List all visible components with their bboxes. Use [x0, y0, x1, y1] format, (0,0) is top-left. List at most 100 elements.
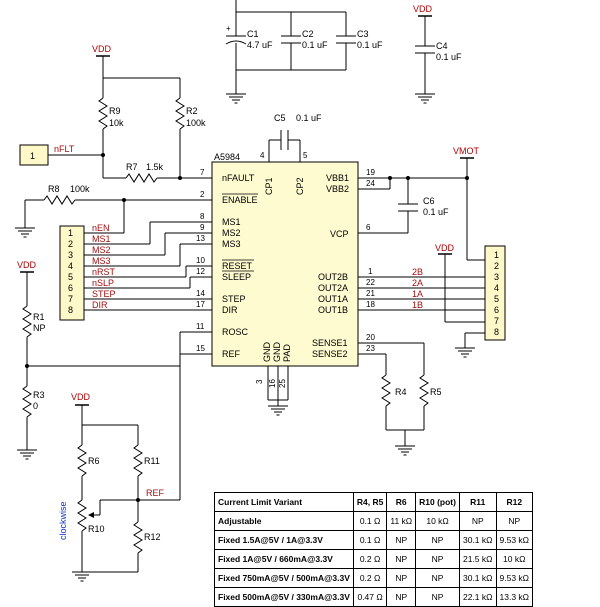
schematic-circle	[101, 153, 105, 157]
schematic-label: VBB1	[326, 173, 349, 183]
schematic-label: GND	[262, 342, 272, 363]
schematic-label: 21	[366, 289, 375, 298]
header-right: 1 2 3 4 5 6 7 8 VDD 2B 2A 1A 1B	[358, 243, 506, 358]
schematic-label: R4	[395, 387, 407, 397]
schematic-label: nFAULT	[222, 173, 255, 183]
schematic-label: OUT1A	[318, 294, 348, 304]
schematic-label: nRST	[92, 267, 116, 277]
schematic-label: 0.1 uF	[436, 52, 462, 62]
schematic-label: 5	[494, 294, 499, 304]
table-cell: Fixed 1.5A@5V / 1A@3.3V	[214, 530, 354, 550]
schematic-circle	[388, 176, 392, 180]
c4-decoupling: VDD C4 0.1 uF	[413, 4, 462, 104]
schematic-label: C6	[423, 196, 435, 206]
table-cell: NP	[495, 511, 534, 531]
c3-symbol	[336, 35, 356, 44]
table-cell: Adjustable	[214, 511, 354, 531]
table-cell: 21.5 kΩ	[458, 549, 497, 569]
schematic-label: OUT2B	[318, 272, 348, 282]
table-cell: 10 kΩ	[415, 511, 460, 531]
ic-a5984: A5984 7 2 8 9 13 10 12 14 17 11 15 nFAUL…	[192, 140, 375, 416]
schematic-label: nEN	[92, 223, 110, 233]
table-cell: NP	[415, 568, 460, 588]
schematic-label: 2	[200, 190, 205, 199]
schematic-path	[381, 374, 391, 407]
schematic-label: R12	[144, 532, 161, 542]
schematic-label: 4	[494, 283, 499, 293]
schematic-label: 25	[278, 379, 287, 388]
schematic-label: VDD	[435, 243, 455, 253]
schematic-label: SLEEP	[222, 272, 251, 282]
table-cell: 0.1 Ω	[352, 511, 388, 531]
table-cell: NP	[458, 511, 497, 531]
current-limit-table: Current Limit Variant R4, R5 R6 R10 (pot…	[214, 492, 534, 607]
c2-symbol	[281, 35, 301, 44]
schematic-label: MS3	[222, 239, 241, 249]
schematic-label: R8	[48, 184, 60, 194]
schematic-label: A5984	[214, 152, 240, 162]
schematic-label: R9	[109, 106, 121, 116]
ic-right-pins: VBB1 VBB2 VCP OUT2B OUT2A OUT1A OUT1B SE…	[312, 168, 375, 359]
schematic-label: ROSC	[222, 327, 249, 337]
schematic-label: VDD	[92, 44, 112, 54]
schematic-use	[454, 341, 476, 358]
schematic-label: +	[226, 24, 231, 33]
schematic-path	[77, 499, 87, 532]
schematic-label: 8	[494, 327, 499, 337]
schematic-label: R7	[126, 162, 138, 172]
schematic-label: REF	[146, 488, 165, 498]
schematic-path	[133, 444, 143, 477]
ic-top-pins: 4 5 CP1 CP2	[260, 140, 308, 195]
schematic-label: 15	[196, 344, 205, 353]
schematic-label: 17	[196, 300, 205, 309]
schematic-label: 4.7 uF	[247, 40, 273, 50]
schematic-label: 5	[303, 151, 308, 160]
schematic-label: MS1	[222, 217, 241, 227]
schematic-label: VMOT	[453, 146, 480, 156]
schematic-path	[225, 40, 247, 45]
table-cell: 10 kΩ	[495, 549, 534, 569]
schematic-label: MS1	[92, 234, 111, 244]
c1-symbol: +	[225, 24, 247, 45]
table-row: Adjustable 0.1 Ω 11 kΩ 10 kΩ NP NP	[214, 511, 534, 531]
schematic-label: 1B	[412, 300, 423, 310]
schematic-label: VDD	[413, 4, 433, 14]
pullup-network: VDD R9 10k R2 100k	[92, 44, 206, 178]
schematic-label: 20	[366, 333, 375, 342]
schematic-label: 1	[30, 151, 35, 161]
schematic-label: R1	[33, 312, 45, 322]
table-cell: 9.53 kΩ	[495, 530, 534, 550]
schematic-label: 8	[200, 212, 205, 221]
schematic-path	[22, 305, 32, 338]
table-row: Fixed 750mA@5V / 500mA@3.3V 0.2 Ω NP NP …	[214, 568, 534, 588]
schematic-label: 6	[68, 283, 73, 293]
schematic-label: 13	[196, 234, 205, 243]
table-cell: 30.1 kΩ	[458, 530, 497, 550]
schematic-label: OUT1B	[318, 305, 348, 315]
schematic-label: 9	[200, 223, 205, 232]
schematic-path	[419, 374, 429, 407]
header-variant: Current Limit Variant	[214, 492, 354, 512]
schematic-label: R3	[33, 390, 45, 400]
header-r11: R11	[458, 492, 497, 512]
table-row: Fixed 1A@5V / 660mA@3.3V 0.2 Ω NP NP 21.…	[214, 549, 534, 569]
schematic-rect	[211, 161, 359, 367]
schematic-label: 11	[196, 322, 205, 331]
schematic-label: MS3	[92, 256, 111, 266]
r7-resistor: R7 1.5k	[103, 162, 212, 183]
schematic-label: C5	[274, 113, 286, 123]
schematic-label: 19	[366, 168, 375, 177]
schematic-label: 0.1 uF	[423, 207, 449, 217]
schematic-label: STEP	[92, 289, 116, 299]
schematic-label: clockwise	[58, 501, 68, 540]
schematic-label: 2	[68, 239, 73, 249]
schematic-use	[71, 565, 93, 582]
table-cell: NP	[415, 587, 460, 607]
schematic-label: PAD	[282, 344, 292, 362]
schematic-rect	[59, 225, 85, 321]
schematic-label: 0	[33, 401, 38, 411]
schematic-label: CP1	[264, 177, 274, 195]
schematic-label: 2A	[412, 278, 423, 288]
schematic-path	[88, 512, 94, 518]
table-cell: 0.1 Ω	[352, 530, 388, 550]
